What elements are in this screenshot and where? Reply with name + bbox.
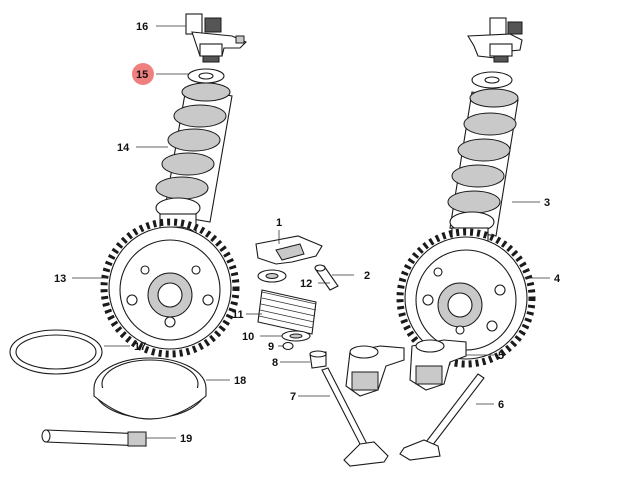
callout-12: 12	[300, 278, 312, 290]
camshaft-right	[447, 88, 519, 258]
spark-plug-tube	[41, 429, 147, 447]
spring-seat	[281, 330, 311, 342]
camshaft-left	[155, 82, 233, 246]
callout-7: 7	[290, 391, 296, 403]
callout-19: 19	[180, 433, 192, 445]
seal-ring-left	[187, 68, 225, 84]
valve-keeper	[282, 341, 294, 351]
callout-3: 3	[544, 197, 550, 209]
cam-follower-left	[345, 345, 405, 397]
callout-4: 4	[554, 273, 561, 285]
callout-16: 16	[136, 21, 148, 33]
callout-8: 8	[272, 357, 278, 369]
exhaust-valve	[399, 373, 485, 461]
callout-2: 2	[364, 270, 370, 282]
callout-1: 1	[276, 217, 282, 229]
callout-10: 10	[242, 331, 254, 343]
oil-seal-large	[93, 357, 207, 420]
camshaft-sensor-left	[185, 13, 247, 63]
rocker-arm	[255, 235, 323, 265]
hydraulic-lash-adjuster	[314, 264, 339, 291]
cam-follower-right	[409, 339, 467, 391]
callout-13: 13	[54, 273, 66, 285]
leader-lines	[72, 25, 550, 439]
callout-labels: 16 15 14 13 1 2 12 11 10 9 8 7 3 4 5 6 1…	[54, 21, 561, 445]
callout-17: 17	[134, 341, 146, 353]
callout-18: 18	[234, 375, 246, 387]
intake-valve	[321, 367, 389, 467]
callout-15-highlight	[132, 63, 154, 85]
camshaft-sprocket-left	[100, 218, 240, 358]
spring-retainer-top	[257, 269, 287, 283]
callout-5: 5	[498, 350, 504, 362]
valve-spring	[257, 289, 317, 335]
camshaft-sensor-right	[467, 17, 523, 63]
callout-14: 14	[117, 142, 130, 154]
callout-11: 11	[232, 309, 244, 321]
callout-15: 15	[136, 69, 148, 81]
oil-seal-small	[9, 329, 103, 375]
callout-9: 9	[268, 341, 274, 353]
seal-ring-right	[471, 71, 513, 89]
camshaft-sprocket-right	[396, 228, 536, 368]
valve-stem-seal	[309, 350, 327, 369]
callout-6: 6	[498, 399, 504, 411]
